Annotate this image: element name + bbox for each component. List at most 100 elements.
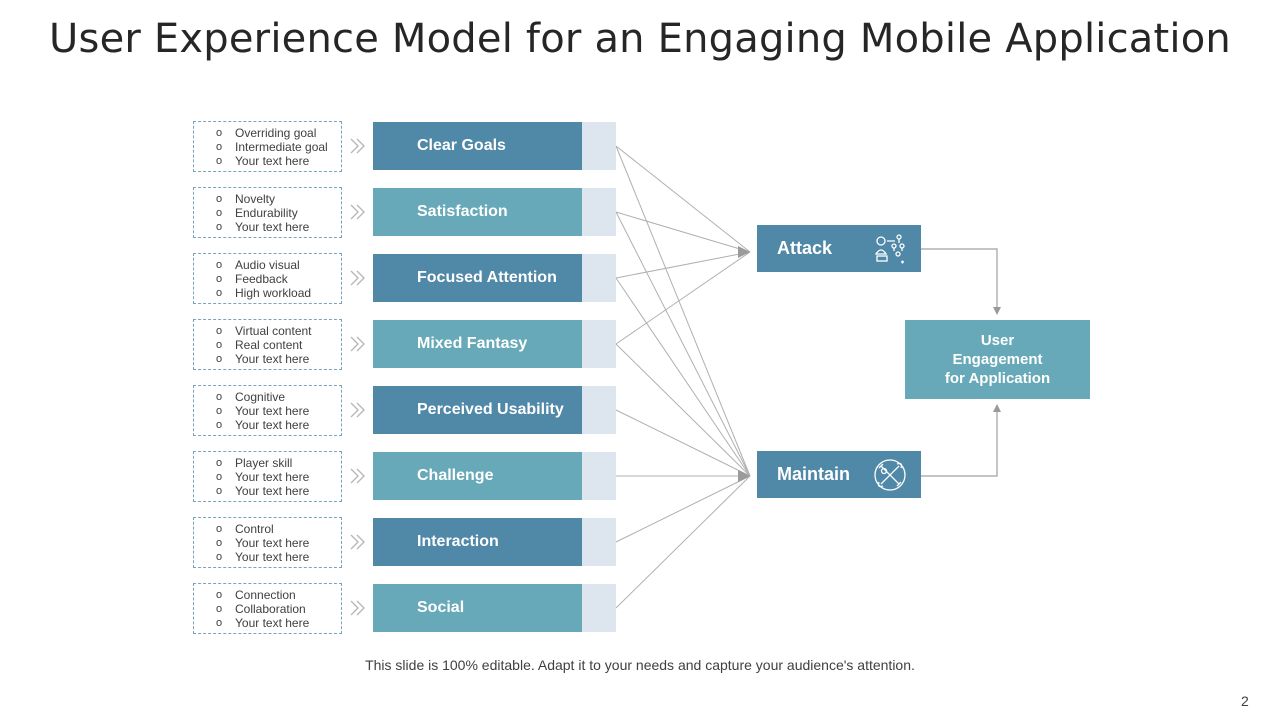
chevron-right-icon <box>350 534 365 550</box>
factor-row: NoveltyEndurabilityYour text here Satisfa… <box>0 187 1280 238</box>
bullet-item: Your text here <box>216 470 341 484</box>
chevron-right-icon <box>350 270 365 286</box>
bullet-item: Your text here <box>216 536 341 550</box>
maintain-to-engagement-connector <box>921 404 1001 477</box>
factor-bar-tab <box>582 122 616 170</box>
fan-line <box>615 145 751 253</box>
bullet-item: Virtual content <box>216 324 341 338</box>
factor-bar: Clear Goals <box>373 122 582 170</box>
factor-label: Social <box>417 599 465 616</box>
fan-line <box>615 475 751 609</box>
bullet-list-box: CognitiveYour text hereYour text here <box>193 385 342 436</box>
chevron-right-icon <box>350 336 365 352</box>
factor-bar-tab <box>582 584 616 632</box>
attack-arrowhead <box>738 246 750 258</box>
bullet-item: Overriding goal <box>216 126 341 140</box>
bullet-list: ConnectionCollaborationYour text here <box>216 588 341 630</box>
factor-label: Satisfaction <box>417 203 508 220</box>
bullet-list-box: NoveltyEndurabilityYour text here <box>193 187 342 238</box>
page-number: 2 <box>1241 693 1249 709</box>
bullet-item: Your text here <box>216 404 341 418</box>
maintain-box: Maintain <box>757 451 921 498</box>
bullet-item: High workload <box>216 286 341 300</box>
bullet-item: Collaboration <box>216 602 341 616</box>
attack-box: Attack <box>757 225 921 272</box>
factor-row: ConnectionCollaborationYour text here Soc… <box>0 583 1280 634</box>
bullet-item: Your text here <box>216 352 341 366</box>
team-network-icon <box>874 234 905 264</box>
maintain-label: Maintain <box>777 464 851 484</box>
bullet-item: Real content <box>216 338 341 352</box>
bullet-item: Feedback <box>216 272 341 286</box>
bullet-list-box: Audio visualFeedbackHigh workload <box>193 253 342 304</box>
bullet-item: Player skill <box>216 456 341 470</box>
factor-label: Mixed Fantasy <box>417 335 528 352</box>
factor-bar: Perceived Usability <box>373 386 582 434</box>
factor-bar-tab <box>582 320 616 368</box>
factor-label: Clear Goals <box>417 137 506 154</box>
factor-bar: Social <box>373 584 582 632</box>
factor-row: Overriding goalIntermediate goalYour tex… <box>0 121 1280 172</box>
bullet-item: Your text here <box>216 484 341 498</box>
fan-line <box>615 277 751 477</box>
bullet-list-box: Player skillYour text hereYour text here <box>193 451 342 502</box>
maintain-arrowhead <box>738 470 750 482</box>
chevron-right-icon <box>350 204 365 220</box>
bullet-item: Connection <box>216 588 341 602</box>
bullet-list: Overriding goalIntermediate goalYour tex… <box>216 126 341 168</box>
factor-bar-tab <box>582 254 616 302</box>
bullet-list-box: Overriding goalIntermediate goalYour tex… <box>193 121 342 172</box>
fan-line <box>615 145 751 477</box>
factor-bar: Challenge <box>373 452 582 500</box>
factor-bar-tab <box>582 518 616 566</box>
tools-icon <box>874 459 906 491</box>
fan-line <box>615 211 751 477</box>
factor-row: Audio visualFeedbackHigh workload Focused… <box>0 253 1280 304</box>
bullet-item: Audio visual <box>216 258 341 272</box>
factor-row: CognitiveYour text hereYour text herePer… <box>0 385 1280 436</box>
engagement-line-2: Engagement <box>952 351 1043 368</box>
fan-line <box>615 251 751 279</box>
bullet-item: Novelty <box>216 192 341 206</box>
bullet-item: Cognitive <box>216 390 341 404</box>
bullet-list-box: Virtual contentReal contentYour text her… <box>193 319 342 370</box>
factor-bar: Focused Attention <box>373 254 582 302</box>
bullet-item: Your text here <box>216 616 341 630</box>
factor-bar-tab <box>582 188 616 236</box>
factor-label: Challenge <box>417 467 494 484</box>
bullet-list: NoveltyEndurabilityYour text here <box>216 192 341 234</box>
fan-line <box>615 475 751 543</box>
page-title: User Experience Model for an Engaging Mo… <box>49 16 1231 62</box>
factor-bar-tab <box>582 386 616 434</box>
factor-bar: Interaction <box>373 518 582 566</box>
bullet-item: Control <box>216 522 341 536</box>
bullet-list: CognitiveYour text hereYour text here <box>216 390 341 432</box>
bullet-item: Your text here <box>216 418 341 432</box>
bullet-item: Your text here <box>216 550 341 564</box>
factor-label: Focused Attention <box>417 269 557 286</box>
engagement-line-3: for Application <box>944 370 1051 387</box>
factor-bar-tab <box>582 452 616 500</box>
bullet-list: Audio visualFeedbackHigh workload <box>216 258 341 300</box>
bullet-item: Intermediate goal <box>216 140 341 154</box>
chevron-right-icon <box>350 468 365 484</box>
engagement-line-1: User <box>980 332 1015 349</box>
chevron-right-icon <box>350 600 365 616</box>
chevron-right-icon <box>350 138 365 154</box>
fan-line <box>615 343 751 477</box>
fan-line <box>615 409 751 477</box>
attack-label: Attack <box>777 238 833 258</box>
bullet-list: Virtual contentReal contentYour text her… <box>216 324 341 366</box>
fan-line <box>615 251 751 345</box>
bullet-list-box: ControlYour text hereYour text here <box>193 517 342 568</box>
bullet-list: Player skillYour text hereYour text here <box>216 456 341 498</box>
fan-lines <box>615 145 751 609</box>
factor-row: Player skillYour text hereYour text here… <box>0 451 1280 502</box>
factor-bar: Mixed Fantasy <box>373 320 582 368</box>
chevron-right-icon <box>350 402 365 418</box>
bullet-item: Your text here <box>216 154 341 168</box>
user-engagement-box: User Engagement for Application <box>905 320 1090 399</box>
footer-note: This slide is 100% editable. Adapt it to… <box>365 657 915 673</box>
